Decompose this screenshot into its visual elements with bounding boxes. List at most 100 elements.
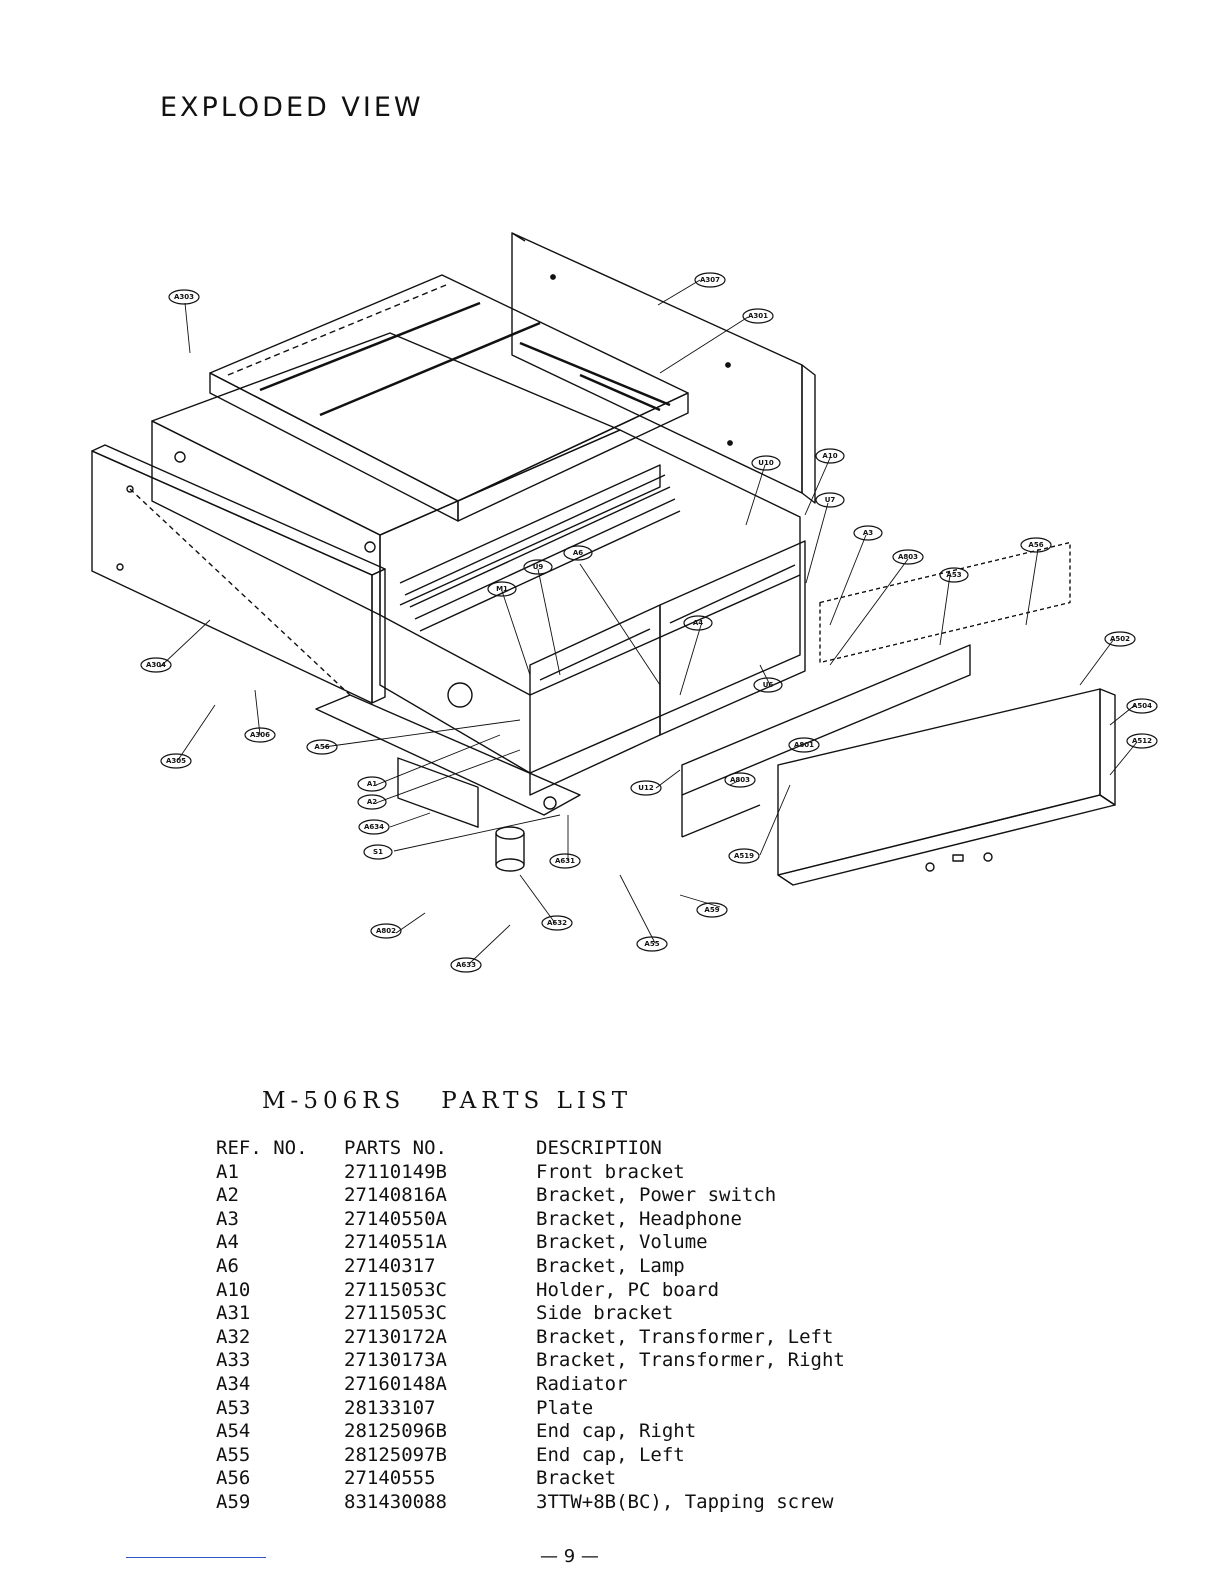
callout-a304: A304	[140, 657, 172, 673]
callout-m1: M1	[487, 581, 517, 597]
description: Bracket	[536, 1467, 617, 1490]
parts-no: 27140317	[344, 1254, 436, 1277]
svg-text:A4: A4	[693, 619, 703, 627]
chassis	[151, 332, 801, 828]
table-row: A53 28133107 Plate	[216, 1397, 956, 1421]
callout-u12: U12	[630, 780, 662, 796]
svg-text:A301: A301	[748, 312, 768, 320]
ref-no: A34	[216, 1372, 251, 1395]
ref-no: A1	[216, 1160, 239, 1183]
svg-text:A2: A2	[367, 798, 377, 806]
svg-text:A303: A303	[174, 293, 194, 301]
parts-no: 27140555	[344, 1467, 436, 1490]
ref-no: A32	[216, 1325, 251, 1348]
ref-no: A3	[216, 1207, 239, 1230]
description: Bracket, Power switch	[536, 1184, 777, 1207]
svg-text:A304: A304	[146, 661, 166, 669]
table-row: A56 27140555 Bracket	[216, 1467, 956, 1491]
parts-no: 27160148A	[344, 1372, 447, 1395]
ref-no: A53	[216, 1396, 251, 1419]
parts-no: 28125097B	[344, 1443, 447, 1466]
pc-boards	[529, 540, 806, 796]
svg-text:A56: A56	[314, 743, 329, 751]
svg-text:A306: A306	[250, 731, 270, 739]
svg-text:A631: A631	[555, 857, 575, 865]
callout-bubbles: A303 A307 A301 U10 A10 U7 A3 A803 A56 A5…	[140, 272, 1158, 973]
ref-no: A2	[216, 1184, 239, 1207]
side-rail	[681, 644, 971, 838]
description: Bracket, Transformer, Left	[536, 1325, 834, 1348]
ref-no: A55	[216, 1443, 251, 1466]
parts-no: 28133107	[344, 1396, 436, 1419]
description: Bracket, Transformer, Right	[536, 1349, 845, 1372]
callout-a803-lower: A803	[724, 772, 756, 788]
callout-a303: A303	[168, 289, 200, 305]
description: Plate	[536, 1396, 594, 1419]
callout-a53: A53	[939, 567, 969, 583]
ref-no: A6	[216, 1254, 239, 1277]
svg-text:A519: A519	[734, 852, 754, 860]
callout-a56: A56	[1020, 537, 1052, 553]
svg-text:A10: A10	[822, 452, 837, 460]
ref-no: A59	[216, 1490, 251, 1513]
callout-a802: A802	[370, 923, 402, 939]
svg-text:A55: A55	[644, 940, 659, 948]
bottom-plate	[315, 682, 581, 816]
table-row: A32 27130172A Bracket, Transformer, Left	[216, 1326, 956, 1350]
svg-text:S1: S1	[373, 848, 383, 856]
svg-text:U10: U10	[758, 459, 774, 467]
description: Radiator	[536, 1372, 628, 1395]
callout-a631: A631	[549, 853, 581, 869]
svg-text:A56: A56	[1028, 541, 1043, 549]
svg-text:A3: A3	[863, 529, 873, 537]
callout-u7: U7	[815, 492, 845, 508]
callout-a633: A633	[450, 957, 482, 973]
callout-a4: A4	[683, 615, 713, 631]
table-header-row: REF. NO. PARTS NO. DESCRIPTION	[216, 1137, 956, 1161]
ref-no: A33	[216, 1349, 251, 1372]
front-panel	[777, 541, 1116, 886]
parts-no: 27130172A	[344, 1325, 447, 1348]
ref-no: A4	[216, 1231, 239, 1254]
description: Side bracket	[536, 1302, 674, 1325]
svg-text:A801: A801	[794, 741, 814, 749]
svg-text:U12: U12	[638, 784, 654, 792]
svg-text:A59: A59	[704, 906, 719, 914]
svg-text:A1: A1	[367, 780, 377, 788]
left-end-panel	[91, 444, 386, 704]
description: Holder, PC board	[536, 1278, 720, 1301]
svg-text:A802: A802	[376, 927, 396, 935]
svg-text:A803: A803	[730, 776, 750, 784]
ref-no: A31	[216, 1302, 251, 1325]
leader-lines	[159, 279, 1138, 964]
parts-no: 27140551A	[344, 1231, 447, 1254]
description: End cap, Right	[536, 1420, 697, 1443]
rear-end-panel	[511, 232, 816, 504]
callout-u6: U6	[753, 677, 783, 693]
parts-no: 27140816A	[344, 1184, 447, 1207]
callout-a10: A10	[815, 448, 845, 464]
svg-text:A6: A6	[573, 549, 583, 557]
callout-a301: A301	[742, 308, 774, 324]
header-ref-no: REF. NO.	[216, 1137, 308, 1159]
callout-a3: A3	[853, 525, 883, 541]
svg-text:M1: M1	[496, 585, 508, 593]
svg-text:U7: U7	[825, 496, 836, 504]
callout-a801: A801	[788, 737, 820, 753]
callout-a512: A512	[1126, 733, 1158, 749]
callout-a803: A803	[892, 549, 924, 565]
parts-list-title: PARTS LIST	[441, 1088, 633, 1114]
description: 3TTW+8B(BC), Tapping screw	[536, 1490, 834, 1513]
svg-text:U9: U9	[533, 563, 544, 571]
page-number: — 9 —	[540, 1546, 599, 1567]
svg-text:A512: A512	[1132, 737, 1152, 745]
callout-a306: A306	[244, 727, 276, 743]
svg-text:A633: A633	[456, 961, 476, 969]
ref-no: A56	[216, 1467, 251, 1490]
